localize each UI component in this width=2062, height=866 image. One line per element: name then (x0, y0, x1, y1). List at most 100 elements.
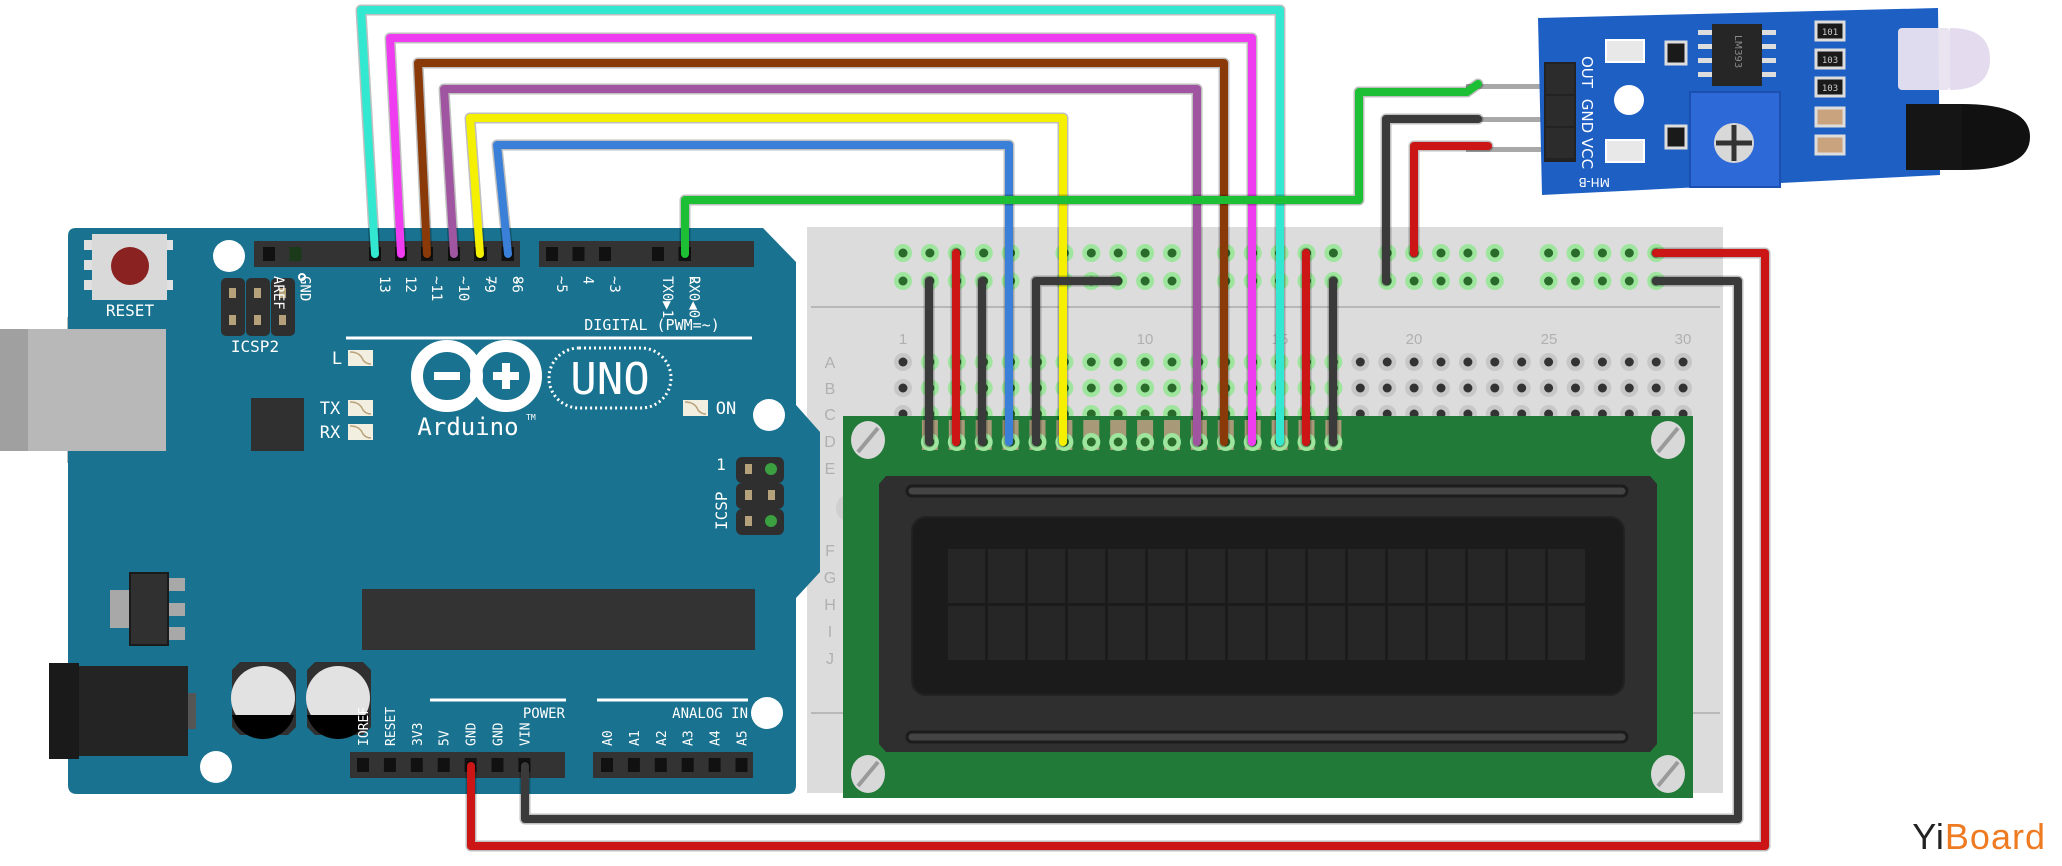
breadboard-hole-center (1409, 357, 1419, 367)
row-label-i: I (828, 624, 832, 641)
power-pin-socket[interactable] (410, 758, 423, 772)
wire-gnd-black[interactable] (521, 277, 1742, 823)
power-pin-label: 3V3 (411, 723, 426, 746)
breadboard-hole-center (1086, 357, 1096, 367)
wire-pin11-brown[interactable] (414, 59, 1228, 446)
breadboard-hole-center (1382, 383, 1392, 393)
sensor-out-label: OUT (1578, 56, 1596, 89)
dc-power-jack-pin (188, 693, 196, 729)
breadboard-hole-center (1517, 383, 1527, 393)
power-pin-label: GND (465, 722, 480, 746)
screw-icon (1651, 755, 1685, 793)
mounting-hole (753, 399, 785, 431)
lcd-pin-hole-center (1086, 437, 1096, 447)
wire-pin13-cyan[interactable] (357, 6, 1284, 446)
analog-pin-socket[interactable] (708, 758, 721, 772)
digital-pin-label: ~6 (509, 276, 525, 293)
wire-lcd-rw[interactable] (1032, 277, 1121, 446)
digital-pin-socket[interactable] (263, 247, 275, 261)
wire-sensor-gnd[interactable] (1382, 115, 1482, 285)
led-on-label: ON (716, 399, 736, 419)
power-pin-socket[interactable] (383, 758, 396, 772)
lcd-pin-hole-center (1140, 437, 1150, 447)
row-label-c: C (824, 407, 836, 424)
digital-pin-socket[interactable] (546, 247, 558, 261)
power-pin-socket[interactable] (491, 758, 504, 772)
sensor-led-power (1605, 39, 1645, 63)
breadboard-hole-center (1571, 383, 1580, 393)
analog-pin-label: A3 (682, 730, 697, 746)
lcd-pin-hole-center (1167, 437, 1177, 447)
digital-header (254, 241, 754, 267)
led-l (348, 350, 373, 366)
power-pin-label: 5V (438, 730, 453, 746)
screw-icon (1651, 421, 1685, 459)
wire-pin10-purple[interactable] (440, 85, 1201, 446)
breadboard-hole-center (1651, 383, 1661, 393)
breadboard-hole-center (1517, 357, 1527, 367)
lcd-character-cell (1108, 549, 1145, 603)
capacitor-2 (306, 662, 371, 740)
sensor-header-slot (1546, 128, 1574, 158)
breadboard-hole-center (1678, 383, 1688, 393)
ir-sensor-module: OUT GND VCC MH-B LM393 101 103 103 (1466, 8, 2030, 195)
mounting-hole (751, 697, 783, 729)
wire-pin8-blue[interactable] (493, 141, 1013, 446)
digital-pin-socket[interactable] (289, 247, 302, 261)
rail-hole-center (1490, 276, 1500, 286)
wires (355, 4, 1771, 852)
digital-pin-socket[interactable] (572, 247, 585, 261)
row-label-d: D (824, 434, 836, 451)
power-header (350, 752, 565, 778)
power-pin-socket[interactable] (357, 758, 369, 772)
breadboard-hole-center (1490, 357, 1500, 367)
wire-sensor-vcc[interactable] (1410, 142, 1492, 257)
power-pin-socket[interactable] (437, 758, 450, 772)
lcd-character-cell (1028, 549, 1065, 603)
analog-pin-socket[interactable] (601, 758, 613, 772)
rail-hole-center (1409, 276, 1419, 286)
breadboard-hole-center (1167, 357, 1177, 367)
digital-pin-socket[interactable] (652, 247, 664, 261)
breadboard-hole-center (1624, 357, 1634, 367)
wire-pin2-green[interactable] (681, 80, 1482, 258)
lcd-bezel-slot-top (905, 484, 1629, 498)
digital-pin-label: RX0◀0 (686, 276, 702, 318)
lcd-character-cell (1108, 606, 1145, 660)
analog-pin-socket[interactable] (627, 758, 640, 772)
analog-pin-label: A0 (601, 730, 616, 746)
digital-pin-label: 12 (402, 276, 418, 293)
voltage-regulator-pin (166, 627, 185, 640)
lcd-character-cell (1308, 549, 1345, 603)
lcd-character-cells (948, 549, 1585, 660)
wire-pin12-magenta[interactable] (386, 34, 1256, 446)
power-pin-label: IOREF (357, 707, 372, 746)
analog-pin-socket[interactable] (681, 758, 694, 772)
breadboard-hole-center (1651, 357, 1661, 367)
rail-hole-center (1436, 248, 1446, 258)
digital-pin-socket[interactable] (599, 247, 611, 261)
uno-label: UNO (570, 354, 649, 405)
breadboard-hole-center (1140, 383, 1150, 393)
lcd-pin-hole-center (1113, 437, 1123, 447)
digital-pin-label: 4 (580, 276, 596, 284)
comparator-chip (1712, 24, 1762, 86)
reset-button[interactable] (84, 234, 173, 300)
lcd-bezel-slot-bottom (905, 730, 1629, 744)
breadboard-hole-center (1544, 383, 1554, 393)
breadboard-hole-center (1355, 357, 1365, 367)
chip-legs (1698, 30, 1776, 77)
rail-hole-center (1490, 248, 1500, 258)
dc-power-jack-front (49, 663, 79, 759)
breadboard-hole-center (1544, 357, 1554, 367)
analog-pin-socket[interactable] (654, 758, 667, 772)
rail-hole-center (1140, 276, 1150, 286)
lcd-character-cell (1348, 549, 1385, 603)
wire-5v-red[interactable] (467, 249, 1769, 850)
breadboard-hole-center (1571, 357, 1580, 367)
rail-hole-center (1571, 276, 1580, 286)
analog-pin-socket[interactable] (735, 758, 748, 772)
analog-pin-label: A1 (628, 730, 643, 746)
breadboard-hole-center (1463, 383, 1473, 393)
